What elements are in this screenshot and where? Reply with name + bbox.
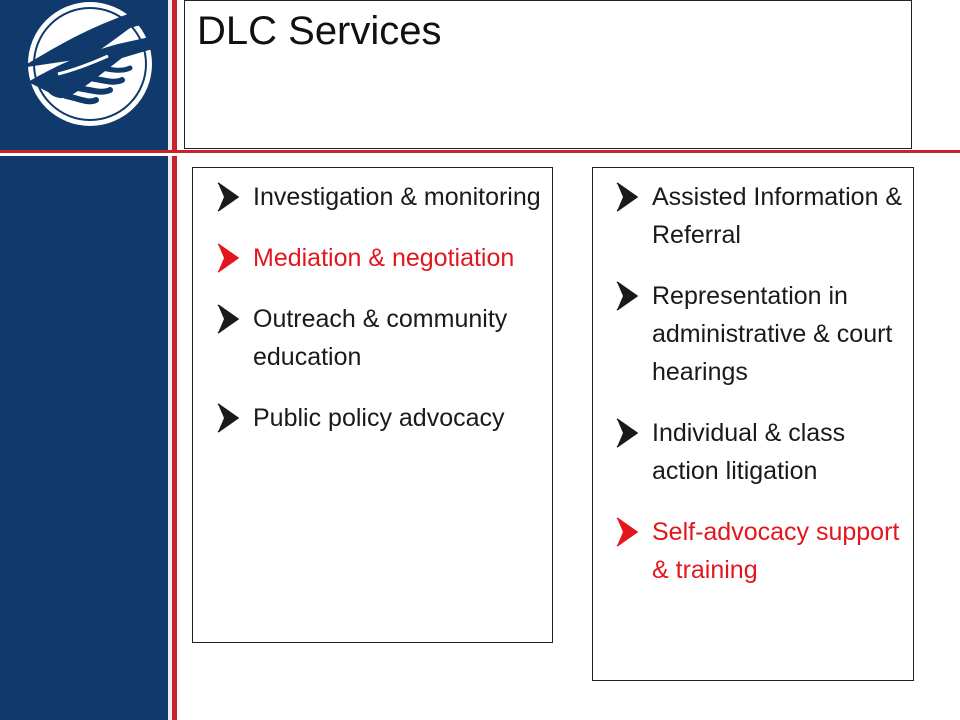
arrow-bullet-icon bbox=[215, 180, 241, 214]
arrow-bullet-icon bbox=[215, 302, 241, 336]
list-item: Individual & class action litigation bbox=[612, 414, 903, 490]
list-item: Self-advocacy support & training bbox=[612, 513, 903, 589]
left-bullet-list: Investigation & monitoring Mediation & n… bbox=[193, 168, 552, 437]
arrow-bullet-icon bbox=[614, 515, 640, 549]
arrow-bullet-icon bbox=[215, 401, 241, 435]
right-column-box: Assisted Information & Referral Represen… bbox=[592, 167, 914, 681]
arrow-bullet-icon bbox=[614, 180, 640, 214]
sidebar-red-line bbox=[172, 0, 177, 720]
list-item: Assisted Information & Referral bbox=[612, 178, 903, 254]
sidebar-divider bbox=[168, 0, 172, 720]
list-item-text: Public policy advocacy bbox=[253, 404, 505, 432]
page-title: DLC Services bbox=[197, 9, 442, 53]
list-item-text: Assisted Information & Referral bbox=[652, 183, 903, 249]
list-item: Investigation & monitoring bbox=[213, 178, 542, 216]
list-item: Representation in administrative & court… bbox=[612, 277, 903, 391]
title-box: DLC Services bbox=[184, 0, 912, 149]
list-item-text: Representation in administrative & court… bbox=[652, 282, 893, 386]
handshake-logo-icon bbox=[18, 0, 158, 140]
header-red-line bbox=[0, 150, 960, 153]
list-item: Outreach & community education bbox=[213, 300, 542, 376]
header-white-line bbox=[0, 153, 960, 156]
list-item: Public policy advocacy bbox=[213, 399, 542, 437]
list-item-text: Self-advocacy support & training bbox=[652, 518, 900, 584]
list-item-text: Mediation & negotiation bbox=[253, 244, 515, 272]
left-column-box: Investigation & monitoring Mediation & n… bbox=[192, 167, 553, 643]
list-item-text: Investigation & monitoring bbox=[253, 183, 541, 211]
arrow-bullet-icon bbox=[215, 241, 241, 275]
arrow-bullet-icon bbox=[614, 416, 640, 450]
arrow-bullet-icon bbox=[614, 279, 640, 313]
list-item-text: Individual & class action litigation bbox=[652, 419, 846, 485]
list-item: Mediation & negotiation bbox=[213, 239, 542, 277]
list-item-text: Outreach & community education bbox=[253, 305, 508, 371]
right-bullet-list: Assisted Information & Referral Represen… bbox=[593, 168, 913, 589]
